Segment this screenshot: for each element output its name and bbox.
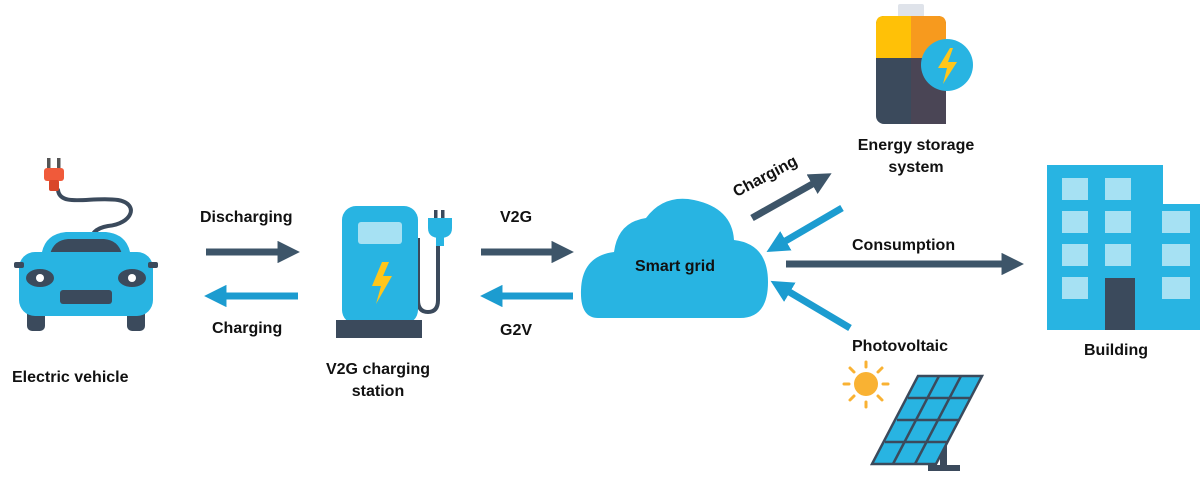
- label-smart-grid: Smart grid: [634, 258, 715, 275]
- label-photovoltaic: Photovoltaic: [852, 338, 949, 355]
- label-station-line1: V2G charging: [325, 361, 431, 378]
- label-v2g: V2G: [500, 209, 533, 226]
- label-consumption: Consumption: [852, 237, 956, 254]
- label-station-line2: station: [351, 383, 405, 400]
- label-storage-line2: system: [888, 159, 944, 176]
- building-icon: [1047, 165, 1200, 330]
- charging-station-icon: [336, 206, 452, 338]
- label-building: Building: [1084, 342, 1148, 359]
- sun-icon: [842, 360, 890, 409]
- battery-icon: [876, 4, 973, 124]
- cloud-icon: [580, 198, 768, 318]
- label-charging-station: V2G charging station: [318, 359, 438, 403]
- arrow-charging-storage: [750, 173, 832, 222]
- label-discharging: Discharging: [200, 209, 293, 226]
- car-icon: [14, 232, 158, 331]
- label-electric-vehicle: Electric vehicle: [12, 369, 129, 386]
- arrow-storage-discharge: [766, 204, 844, 253]
- label-charging-ev: Charging: [212, 320, 283, 337]
- label-storage-line1: Energy storage: [857, 137, 975, 154]
- label-energy-storage: Energy storage system: [846, 135, 986, 179]
- solar-panel-icon: [869, 374, 985, 471]
- label-g2v: G2V: [500, 322, 533, 339]
- arrow-photovoltaic: [770, 280, 852, 332]
- plug-icon: [44, 158, 133, 246]
